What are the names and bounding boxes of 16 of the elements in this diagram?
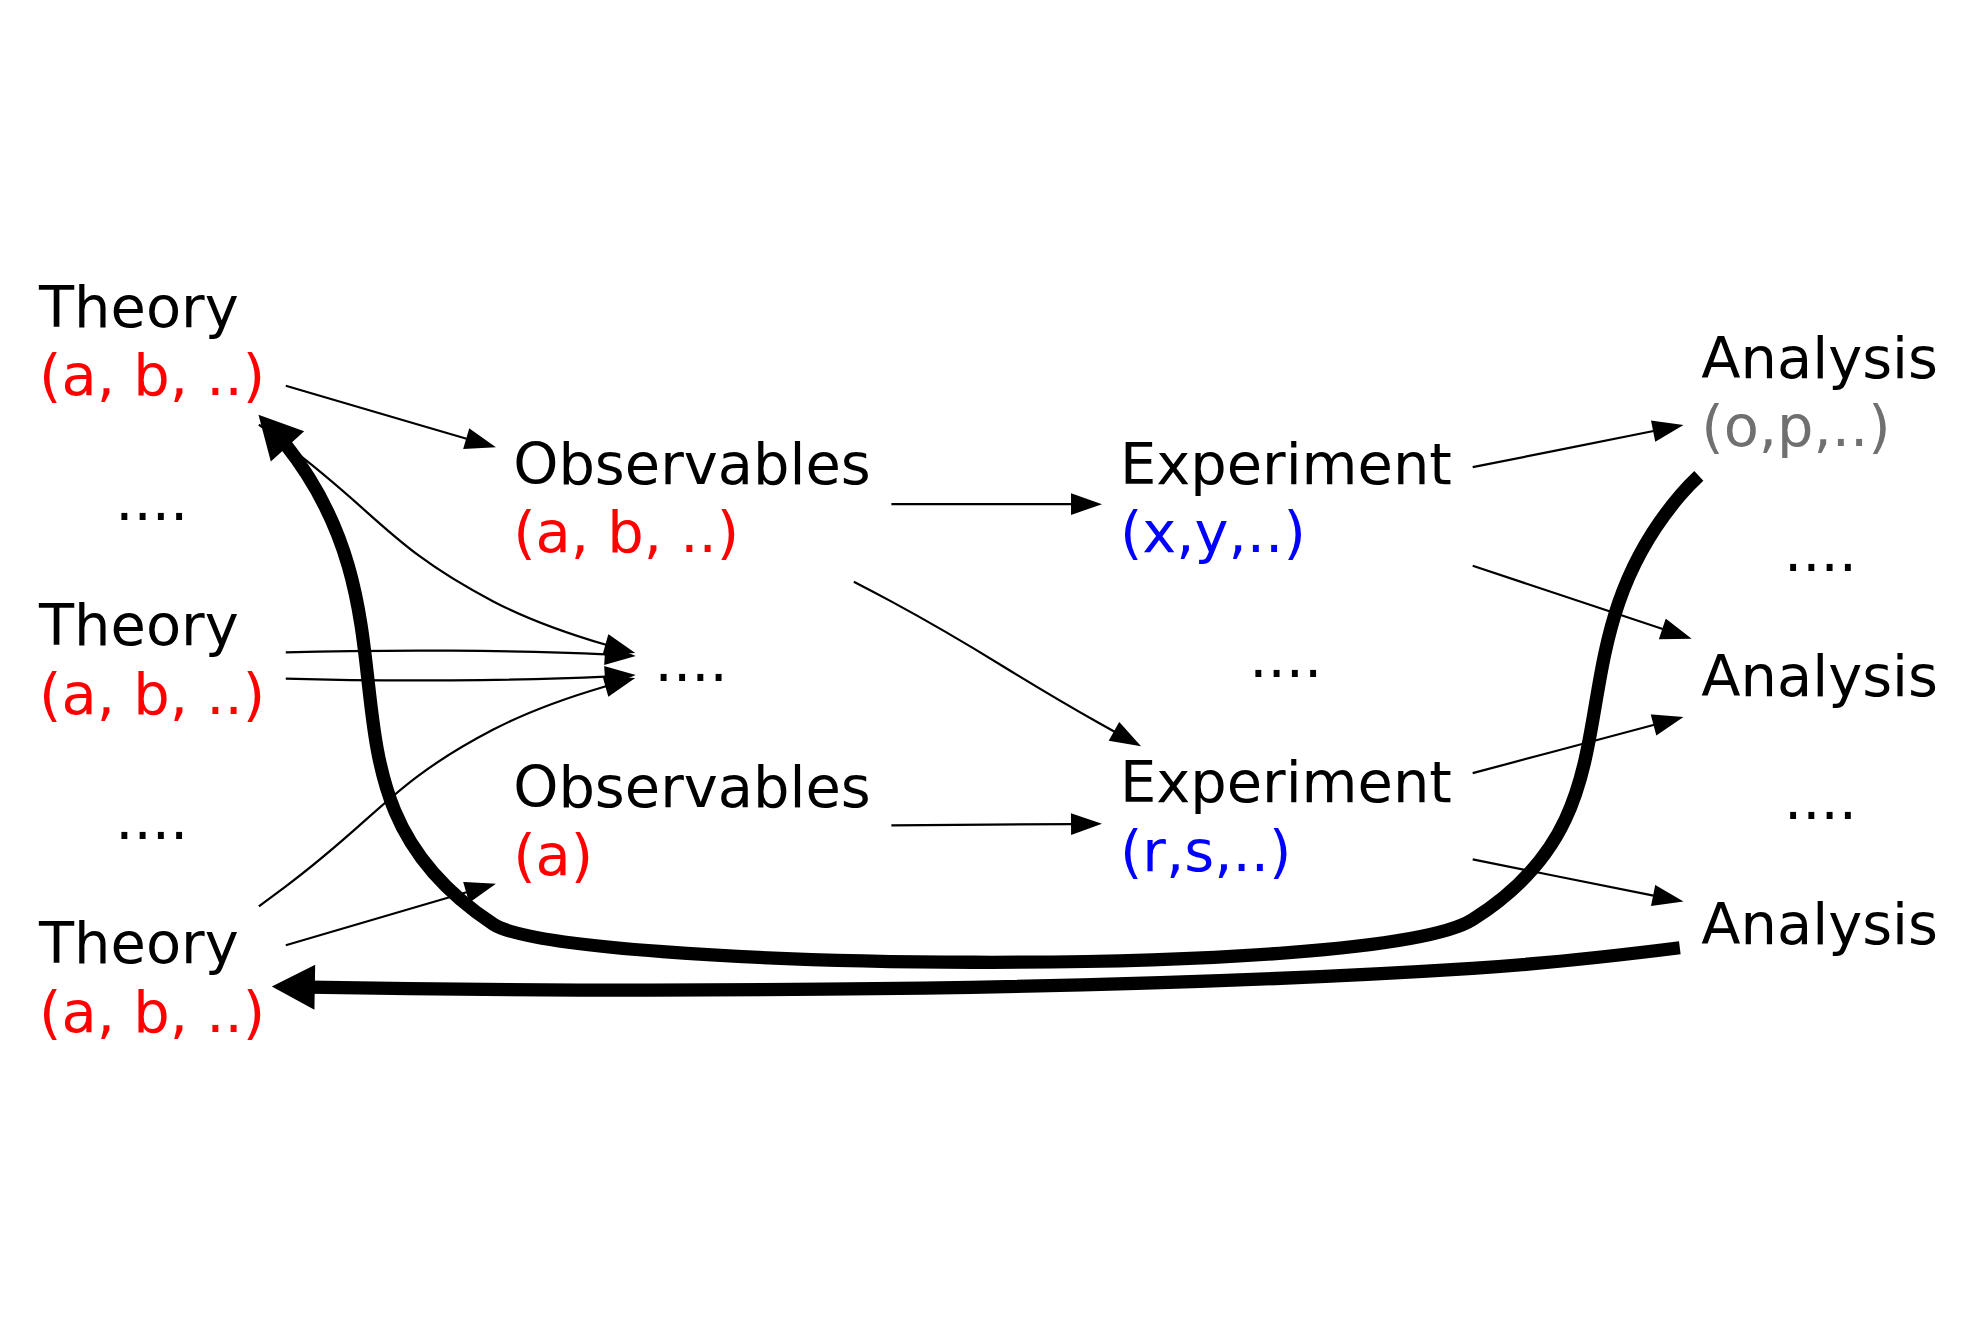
node-text: Analysis xyxy=(1700,643,1938,710)
label: .... xyxy=(1783,765,1857,833)
node-text: Observables (a, b, ..) xyxy=(512,430,871,567)
label: .... xyxy=(1248,624,1322,692)
node-text: Analysis (o,p,..) xyxy=(1700,324,1938,461)
label: .... xyxy=(1783,518,1857,586)
node-text: .... xyxy=(654,627,728,695)
node-text: Observables (a) xyxy=(512,753,871,890)
node-text: Experiment (r,s,..) xyxy=(1119,749,1452,885)
label: .... xyxy=(114,785,188,853)
node-text: Theory (a, b, ..) xyxy=(38,592,265,728)
node-text: Analysis xyxy=(1700,890,1938,958)
label: .... xyxy=(114,467,188,535)
node-text: Theory (a, b, ..) xyxy=(38,910,265,1046)
node-text: Experiment (x,y,..) xyxy=(1119,430,1452,567)
node-text: Theory (a, b, ..) xyxy=(38,273,265,410)
